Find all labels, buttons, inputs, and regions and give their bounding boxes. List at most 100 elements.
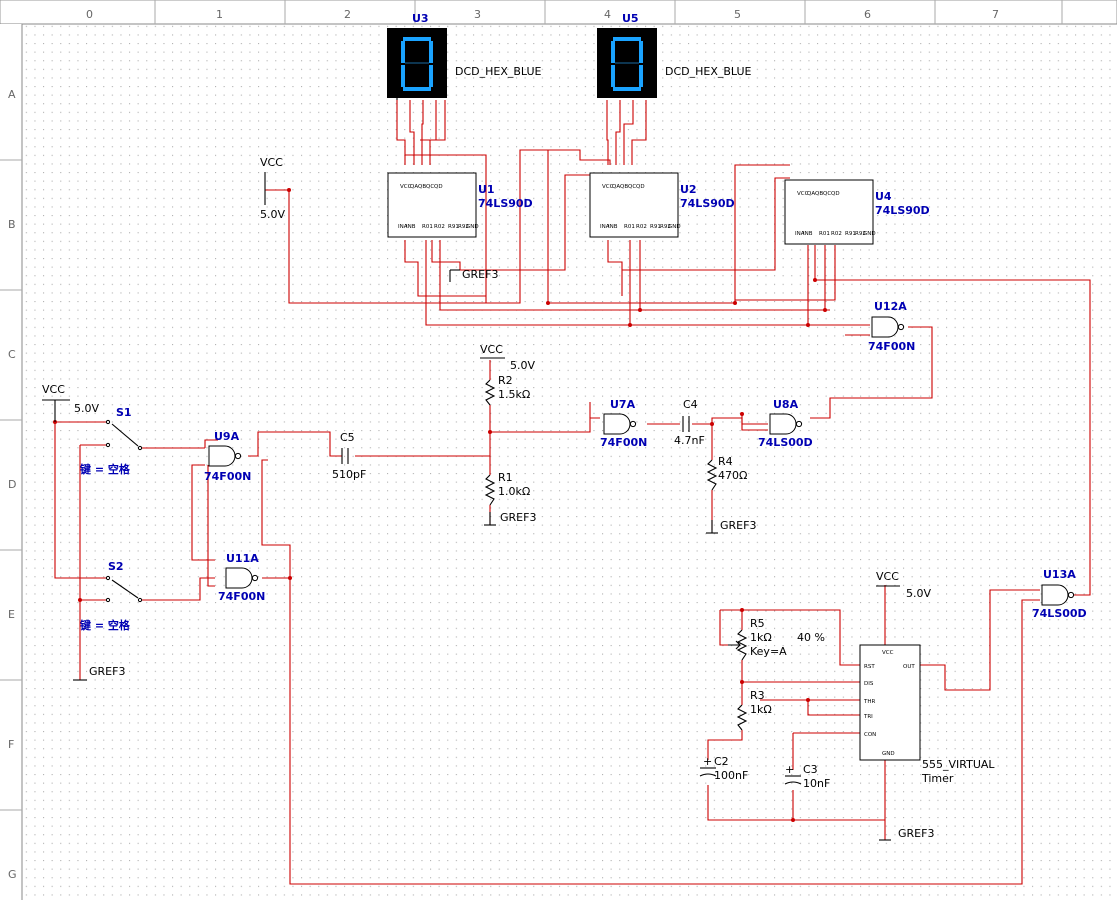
resistor-r2[interactable]: R2 1.5kΩ [484,374,530,406]
capacitor-c2[interactable]: + C2 100nF [699,755,748,782]
row-label-a: A [8,88,16,101]
col-label-3: 3 [474,8,481,21]
svg-text:QD: QD [434,184,443,190]
svg-text:R01: R01 [819,231,830,237]
svg-text:R1: R1 [498,471,513,484]
switch-s1[interactable]: S1 键 = 空格 [79,406,143,476]
svg-text:VCC: VCC [602,184,614,190]
svg-text:OUT: OUT [903,664,915,670]
svg-text:INA: INA [398,224,408,230]
gate-u12a-part: 74F00N [868,340,915,353]
gate-u8a[interactable]: U8A 74LS00D [758,398,813,449]
svg-text:GREF3: GREF3 [500,511,536,524]
svg-text:1kΩ: 1kΩ [750,631,772,644]
resistor-r4[interactable]: R4 470Ω [706,455,747,491]
capacitor-c5[interactable]: C5 510pF [332,431,366,481]
col-label-5: 5 [734,8,741,21]
row-label-c: C [8,348,16,361]
svg-text:510pF: 510pF [332,468,366,481]
counter-u2-ref: U2 [680,183,697,196]
svg-text:1.0kΩ: 1.0kΩ [498,485,530,498]
gate-u9a[interactable]: U9A 74F00N [204,430,251,483]
svg-text:GND: GND [882,751,895,757]
gate-u8a-ref: U8A [773,398,799,411]
svg-text:R91: R91 [650,224,661,230]
svg-text:VCC: VCC [797,191,809,197]
ground-r4: GREF3 [706,519,756,534]
svg-text:GREF3: GREF3 [462,268,498,281]
row-label-g: G [8,868,17,881]
display-u5-ref: U5 [622,12,639,25]
svg-text:QD: QD [831,191,840,197]
timer-part: 555_VIRTUAL [922,758,995,771]
potentiometer-r5[interactable]: R5 1kΩ Key=A 40 % [728,617,825,661]
svg-text:R02: R02 [434,224,445,230]
svg-text:QC: QC [628,184,636,190]
switch-s2[interactable]: S2 键 = 空格 [79,560,143,632]
svg-text:VCC: VCC [42,383,65,396]
svg-text:R92: R92 [660,224,671,230]
svg-text:C2: C2 [714,755,729,768]
col-label-2: 2 [344,8,351,21]
svg-text:VCC: VCC [876,570,899,583]
svg-text:1.5kΩ: 1.5kΩ [498,388,530,401]
svg-text:VCC: VCC [400,184,412,190]
svg-text:GND: GND [863,231,876,237]
svg-text:QA: QA [807,191,815,197]
svg-text:R01: R01 [624,224,635,230]
svg-text:INB: INB [803,231,813,237]
capacitor-c3[interactable]: + C3 10nF [784,763,830,790]
vcc-left: VCC 5.0V [42,383,99,422]
svg-text:INA: INA [795,231,805,237]
gate-u13a-ref: U13A [1043,568,1076,581]
ground-555: GREF3 [879,827,934,841]
gate-u7a[interactable]: U7A 74F00N [600,398,647,449]
col-label-7: 7 [992,8,999,21]
gate-u9a-ref: U9A [214,430,240,443]
display-u3[interactable]: U3 DCD_HEX_BLUE [387,12,542,100]
gate-u11a[interactable]: U11A 74F00N [218,552,265,603]
svg-text:4.7nF: 4.7nF [674,434,705,447]
svg-text:R92: R92 [458,224,469,230]
svg-text:C5: C5 [340,431,355,444]
vcc-mid: VCC 5.0V [480,343,535,372]
display-u5[interactable]: U5 DCD_HEX_BLUE [597,12,752,98]
counter-u4-ref: U4 [875,190,892,203]
display-u3-ref: U3 [412,12,429,25]
svg-text:5.0V: 5.0V [74,402,99,415]
counter-u4-part: 74LS90D [875,204,930,217]
svg-text:INB: INB [406,224,416,230]
gate-u7a-part: 74F00N [600,436,647,449]
row-label-b: B [8,218,16,231]
col-label-6: 6 [864,8,871,21]
resistor-r3[interactable]: R3 1kΩ [736,689,772,731]
svg-text:QB: QB [418,184,426,190]
gate-u12a[interactable]: U12A 74F00N [868,300,915,353]
timer-555[interactable]: VCC RST OUT DIS THR TRI CON GND 555_VIRT… [859,644,995,785]
svg-text:QB: QB [815,191,823,197]
svg-text:GND: GND [466,224,479,230]
svg-text:RST: RST [864,664,875,670]
svg-text:QA: QA [612,184,620,190]
svg-text:40 %: 40 % [797,631,825,644]
gate-u13a[interactable]: U13A 74LS00D [1032,568,1087,620]
col-label-1: 1 [216,8,223,21]
svg-text:GREF3: GREF3 [89,665,125,678]
resistor-r1[interactable]: R1 1.0kΩ [484,471,530,506]
switch-s1-ref: S1 [116,406,132,419]
counter-u2-part: 74LS90D [680,197,735,210]
ground-u1: GREF3 [449,268,498,282]
svg-text:5.0V: 5.0V [260,208,285,221]
svg-text:R92: R92 [855,231,866,237]
svg-text:GREF3: GREF3 [720,519,756,532]
display-u3-label: DCD_HEX_BLUE [455,65,542,78]
gate-u12a-ref: U12A [874,300,907,313]
svg-text:5.0V: 5.0V [906,587,931,600]
capacitor-c4[interactable]: C4 4.7nF [674,398,705,447]
switch-s1-key: 键 = 空格 [79,462,131,476]
svg-text:R2: R2 [498,374,513,387]
